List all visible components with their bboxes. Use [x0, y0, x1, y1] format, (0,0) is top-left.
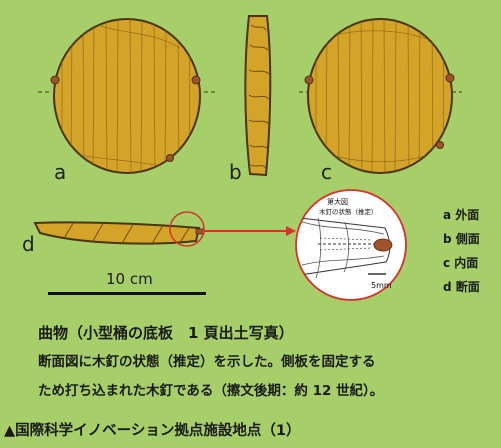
site-footer: ▲国際科学イノベーション拠点施設地点（1）: [4, 423, 301, 439]
nail-detail-view: 第大図 木釘の状態（推定） 5mm: [295, 189, 407, 301]
bottom-board-outer-face: [38, 18, 216, 174]
label-d: d: [22, 232, 35, 256]
detail-note-line1: 第大図: [327, 197, 348, 206]
legend-item-b: b 側面: [443, 232, 480, 246]
callout-arrowhead: [286, 226, 296, 236]
bottom-board-inner-face: [299, 18, 462, 174]
label-b: b: [229, 160, 242, 184]
label-a: a: [54, 160, 67, 184]
caption-title: 曲物（小型桶の底板 1 頁出土写真）: [38, 324, 294, 342]
scale-label: 10 cm: [106, 270, 153, 288]
legend-item-a: a 外面: [443, 208, 480, 222]
caption-body: 断面図に木釘の状態（推定）を示した。側板を固定する ため打ち込まれた木釘である（…: [38, 348, 498, 406]
legend-item-c: c 内面: [443, 256, 479, 270]
detail-note-line2: 木釘の状態（推定）: [319, 207, 378, 216]
detail-scale-text: 5mm: [371, 281, 392, 290]
label-c: c: [321, 160, 332, 184]
bottom-board-cross-section: [33, 221, 205, 245]
caption-line-2: ため打ち込まれた木釘である（擦文後期：約 12 世紀）。: [38, 383, 384, 399]
bottom-board-side-face: [244, 15, 272, 177]
scale-bar: [48, 292, 206, 295]
detail-callout: [169, 211, 296, 247]
legend: a 外面 b 側面 c 内面 d 断面: [443, 203, 480, 299]
callout-circle: [169, 211, 205, 247]
legend-item-d: d 断面: [443, 280, 480, 294]
caption-line-1: 断面図に木釘の状態（推定）を示した。側板を固定する: [38, 354, 376, 370]
